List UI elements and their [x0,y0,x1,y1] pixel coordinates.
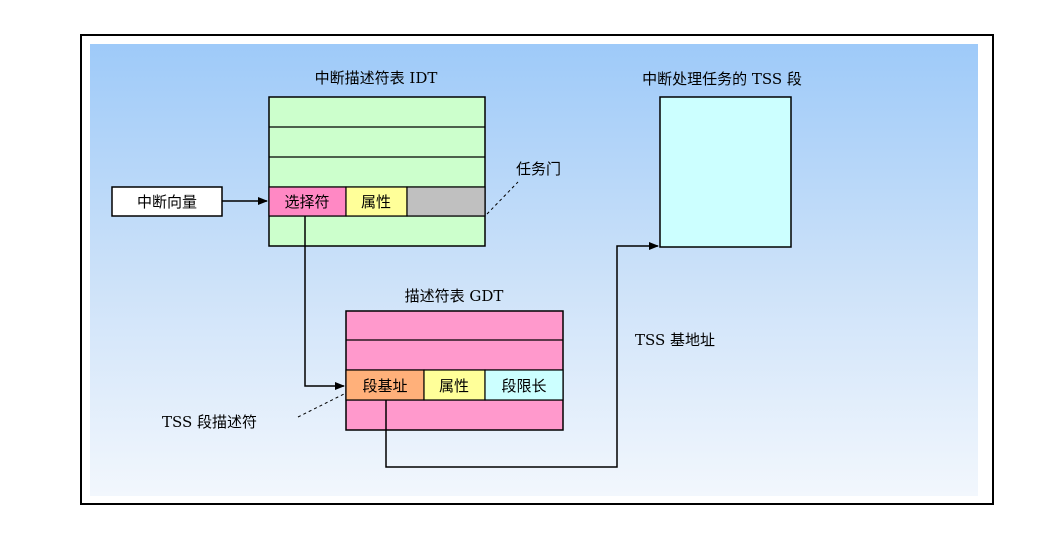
idt-selector-cell [268,186,347,217]
tss-descriptor-label: TSS 段描述符 [162,413,257,431]
tss-segment [659,96,792,248]
idt-attr-label: 属性 [361,193,391,211]
idt-selector-label: 选择符 [284,193,329,211]
task-gate-pointer [486,181,519,215]
base-to-tss-arrow [385,242,659,468]
interrupt-vector-box [111,186,223,217]
gdt-attr-label: 属性 [439,377,469,395]
idt-title: 中断描述符表 IDT [315,69,438,87]
gdt-limit-label: 段限长 [501,377,546,395]
idt-gray-cell [406,186,486,217]
tss-descriptor-pointer [297,393,345,418]
tss-base-label: TSS 基地址 [635,331,715,349]
gdt-table: 描述符表 GDT 段基址 属性 段限长 [345,287,564,431]
task-gate-label: 任务门 [516,160,561,178]
gdt-limit-cell [484,369,564,401]
idt-body [268,96,486,247]
tss-title: 中断处理任务的 TSS 段 [642,70,802,88]
idt-attr-cell [345,186,408,217]
interrupt-vector-label: 中断向量 [137,193,197,211]
gdt-base-label: 段基址 [362,377,407,395]
gdt-attr-cell [423,369,486,401]
idt-table: 中断描述符表 IDT 选择符 属性 [268,69,486,247]
gdt-title: 描述符表 GDT [405,287,504,305]
selector-to-gdt-arrow [304,216,345,390]
gdt-base-cell [345,369,425,401]
